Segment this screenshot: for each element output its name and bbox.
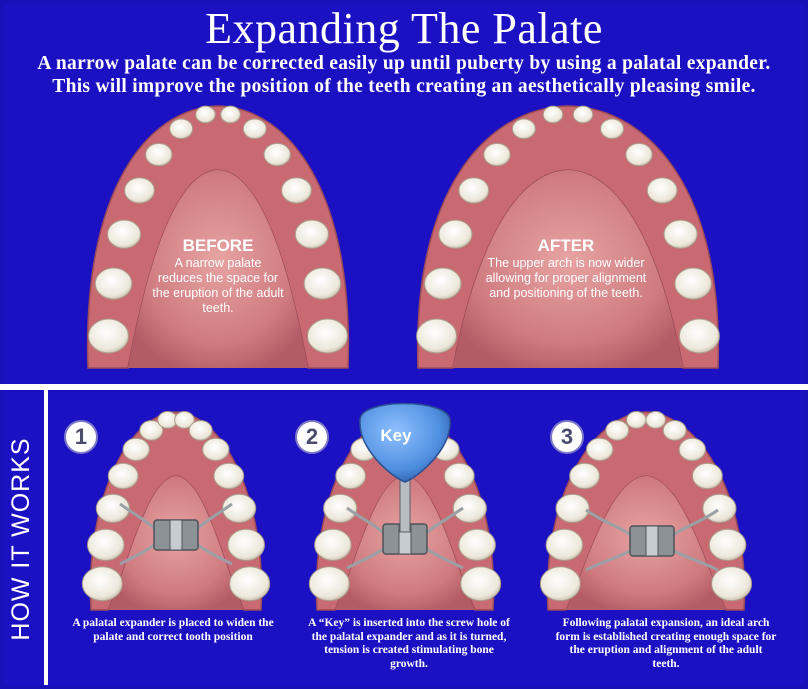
step-3-text: Following palatal expansion, an ideal ar… (555, 617, 777, 670)
after-tooth (625, 142, 653, 167)
step3-tooth (662, 420, 687, 441)
step1-tooth (87, 528, 125, 562)
step3-tooth (711, 566, 753, 602)
after-tooth (458, 177, 490, 204)
step1-tooth (188, 420, 213, 441)
before-tooth (303, 267, 342, 300)
step-2-text: A “Key” is inserted into the screw hole … (308, 617, 510, 670)
before-title: BEFORE (182, 236, 254, 255)
step1-tooth (122, 437, 150, 462)
key-shape (359, 402, 451, 483)
step1-tooth (139, 420, 164, 441)
after-tooth (646, 177, 678, 204)
page-title: Expanding The Palate (205, 4, 603, 53)
step3-tooth (692, 462, 723, 490)
step2-tooth (443, 462, 475, 490)
before-tooth (263, 142, 291, 167)
step1-tooth (213, 462, 245, 490)
step3-tooth (555, 493, 590, 523)
after-title: AFTER (537, 236, 595, 255)
step3-tooth (645, 411, 667, 429)
after-tooth (483, 142, 511, 167)
step1-tooth (222, 493, 257, 523)
step-1-badge: 1 (64, 420, 98, 454)
step1-tooth (95, 493, 131, 523)
after-tooth (572, 105, 594, 124)
panel-divider (0, 384, 808, 390)
before-tooth (242, 118, 267, 140)
step1-tooth (81, 566, 123, 602)
before-tooth (294, 219, 329, 249)
page-subtitle: A narrow palate can be corrected easily … (37, 53, 771, 97)
step-2-badge: 2 (295, 420, 329, 454)
step2-tooth (460, 566, 502, 602)
step3-tooth (569, 462, 600, 490)
before-text: A narrow palate reduces the space for th… (152, 256, 284, 315)
step2-tooth (314, 528, 352, 562)
step3-tooth (586, 437, 614, 462)
after-tooth (424, 267, 462, 300)
after-arch-palate (453, 170, 683, 368)
before-tooth (220, 105, 241, 124)
after-text: The upper arch is now wider allowing for… (485, 256, 647, 300)
before-tooth (195, 105, 216, 124)
after-tooth (542, 105, 564, 124)
before-tooth (107, 219, 142, 249)
side-divider (44, 390, 48, 685)
step-3-badge: 3 (550, 420, 584, 454)
before-tooth (124, 177, 155, 204)
step1-tooth (174, 411, 195, 429)
step3-tooth (708, 528, 747, 562)
step1-expander-screw-center (169, 519, 183, 551)
before-tooth (94, 267, 133, 300)
after-tooth (678, 318, 720, 354)
step2-tooth (308, 566, 350, 602)
after-tooth (600, 118, 625, 140)
step3-expander-screw-center (645, 525, 659, 557)
before-tooth (169, 118, 194, 140)
after-tooth (663, 219, 698, 249)
step3-tooth (545, 528, 584, 562)
after-tooth (511, 118, 536, 140)
before-tooth (281, 177, 312, 204)
step2-tooth (452, 493, 487, 523)
step3-tooth (539, 566, 581, 602)
after-tooth (416, 318, 458, 354)
after-tooth (674, 267, 713, 300)
before-tooth (307, 318, 348, 354)
step3-tooth (702, 493, 737, 523)
step1-tooth (107, 462, 139, 490)
step1-tooth (229, 566, 271, 602)
step2-tooth (458, 528, 496, 562)
step2-tooth (335, 462, 367, 490)
before-tooth (145, 142, 173, 167)
step-1-text: A palatal expander is placed to widen th… (72, 617, 274, 643)
how-it-works-label: HOW IT WORKS (7, 437, 35, 641)
key-label: Key (380, 426, 412, 445)
step3-tooth (626, 411, 647, 429)
step1-tooth (227, 528, 265, 562)
before-tooth (88, 318, 129, 354)
step1-tooth (202, 437, 230, 462)
after-tooth (438, 219, 473, 249)
step3-tooth (678, 437, 706, 462)
step2-tooth (323, 493, 358, 523)
step3-tooth (605, 420, 630, 441)
before-arch-palate (128, 170, 308, 368)
